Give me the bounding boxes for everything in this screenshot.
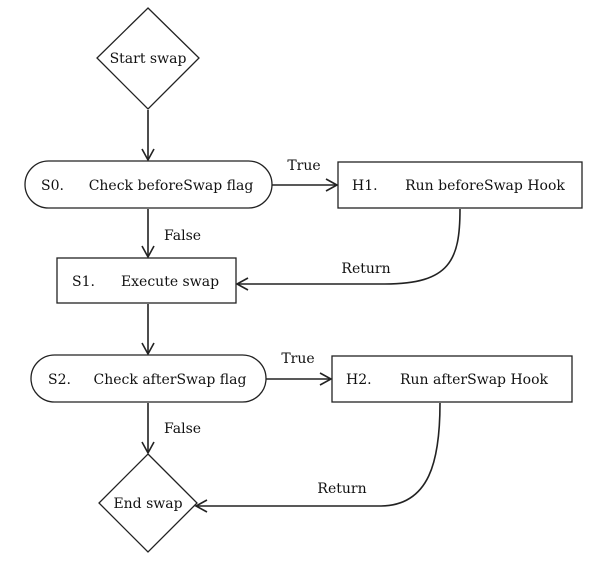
s0-id: S0. [41,178,64,194]
start-diamond [96,7,200,110]
h2-box [331,355,573,403]
s1-label: Execute swap [121,274,219,290]
s2-label: Check afterSwap flag [94,372,247,388]
edge-label-s0-false: False [164,228,201,244]
edge-label-s0-true: True [287,158,320,174]
h2-id: H2. [346,372,372,388]
edge-label-h2-return: Return [317,481,366,497]
edge-label-s2-false: False [164,421,201,437]
s1-id: S1. [72,274,95,290]
h1-label: Run beforeSwap Hook [405,178,565,194]
s0-box [24,160,273,209]
node-s0: S0. Check beforeSwap flag [24,160,273,209]
nodes: Start swap S0. Check beforeSwap flag H1.… [24,7,583,553]
edge-label-h1-return: Return [341,261,390,277]
end-label: End swap [113,496,182,512]
h2-label: Run afterSwap Hook [400,372,549,388]
node-end-swap: End swap [98,453,198,553]
node-h2: H2. Run afterSwap Hook [331,355,573,403]
s2-id: S2. [48,372,71,388]
s0-label: Check beforeSwap flag [89,178,254,194]
edge-h2-to-end [194,402,441,513]
node-h1: H1. Run beforeSwap Hook [337,161,583,209]
node-s1: S1. Execute swap [56,257,237,304]
edge-h1-to-s1 [235,208,461,291]
node-s2: S2. Check afterSwap flag [30,354,267,403]
edges: True False Return True False Return [141,110,461,513]
end-diamond [98,453,198,553]
h1-id: H1. [352,178,378,194]
node-start-swap: Start swap [96,7,200,110]
s1-box [56,257,237,304]
h1-box [337,161,583,209]
start-label: Start swap [110,51,187,67]
s2-box [30,354,267,403]
edge-label-s2-true: True [281,351,314,367]
